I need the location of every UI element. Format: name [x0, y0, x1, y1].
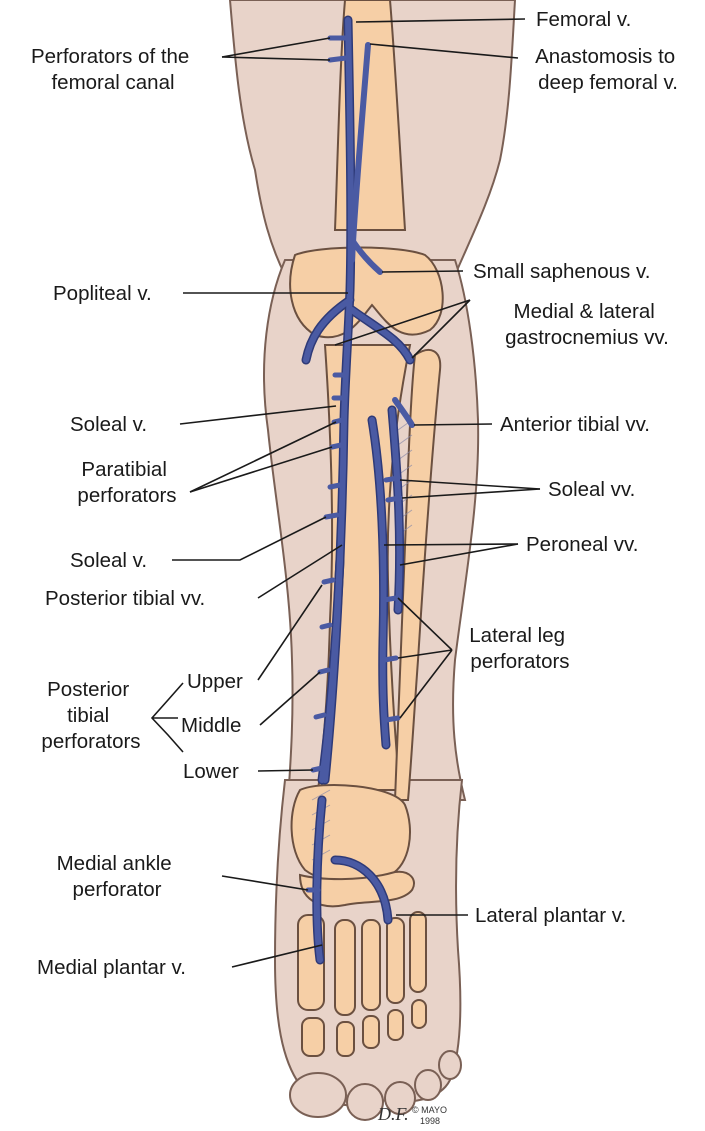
metatarsal-2: [335, 920, 355, 1015]
label-medial-plantar-v: Medial plantar v.: [37, 956, 186, 979]
toe-4: [415, 1070, 441, 1100]
toe-5: [439, 1051, 461, 1079]
label-lateral-plantar-v: Lateral plantar v.: [475, 904, 626, 927]
phalanx-3: [363, 1016, 379, 1048]
label-peroneal-vv: Peroneal vv.: [526, 533, 638, 556]
copyright-mark: © MAYO: [412, 1105, 447, 1115]
talus-calcaneus: [292, 785, 410, 882]
phalanx-2: [337, 1022, 354, 1056]
label-anterior-tibial-vv: Anterior tibial vv.: [500, 413, 650, 436]
leader-lower: [258, 770, 313, 771]
artist-signature: D.F.: [377, 1104, 409, 1124]
label-gastrocnemius-vv: Medial & lateral gastrocnemius vv.: [505, 300, 669, 349]
metatarsal-5: [410, 912, 426, 992]
leader-anterior-tibial-vv: [414, 424, 492, 425]
leader-small-saphenous-v: [382, 271, 463, 272]
toe-1: [290, 1073, 346, 1117]
label-middle: Middle: [181, 714, 241, 737]
label-soleal-v-upper: Soleal v.: [70, 413, 147, 436]
label-femoral-v: Femoral v.: [536, 8, 631, 31]
label-upper: Upper: [187, 670, 243, 693]
phalanx-4: [388, 1010, 403, 1040]
label-anastomosis: Anastomosis to deep femoral v.: [535, 45, 681, 94]
label-soleal-v-lower: Soleal v.: [70, 549, 147, 572]
label-perforators-femoral-canal: Perforators of the femoral canal: [31, 45, 195, 94]
copyright-year: 1998: [420, 1116, 440, 1126]
label-lateral-leg-perforators: Lateral leg perforators: [469, 624, 570, 673]
metatarsal-3: [362, 920, 380, 1010]
leader-peroneal-vv-a: [384, 544, 518, 545]
label-medial-ankle-perforator: Medial ankle perforator: [57, 852, 178, 901]
label-posterior-tibial-vv: Posterior tibial vv.: [45, 587, 205, 610]
label-small-saphenous-v: Small saphenous v.: [473, 260, 650, 283]
label-paratibial-perforators: Paratibial perforators: [77, 458, 176, 507]
label-popliteal-v: Popliteal v.: [53, 282, 152, 305]
label-posterior-tibial-perforators: Posterior tibial perforators: [41, 678, 140, 753]
label-lower: Lower: [183, 760, 239, 783]
phalanx-1: [302, 1018, 324, 1056]
phalanx-5: [412, 1000, 426, 1028]
metatarsal-4: [387, 918, 404, 1003]
artist-credit: D.F. © MAYO 1998: [377, 1104, 447, 1126]
brace-posterior-tibial-perforators: [152, 683, 183, 752]
label-soleal-vv: Soleal vv.: [548, 478, 635, 501]
